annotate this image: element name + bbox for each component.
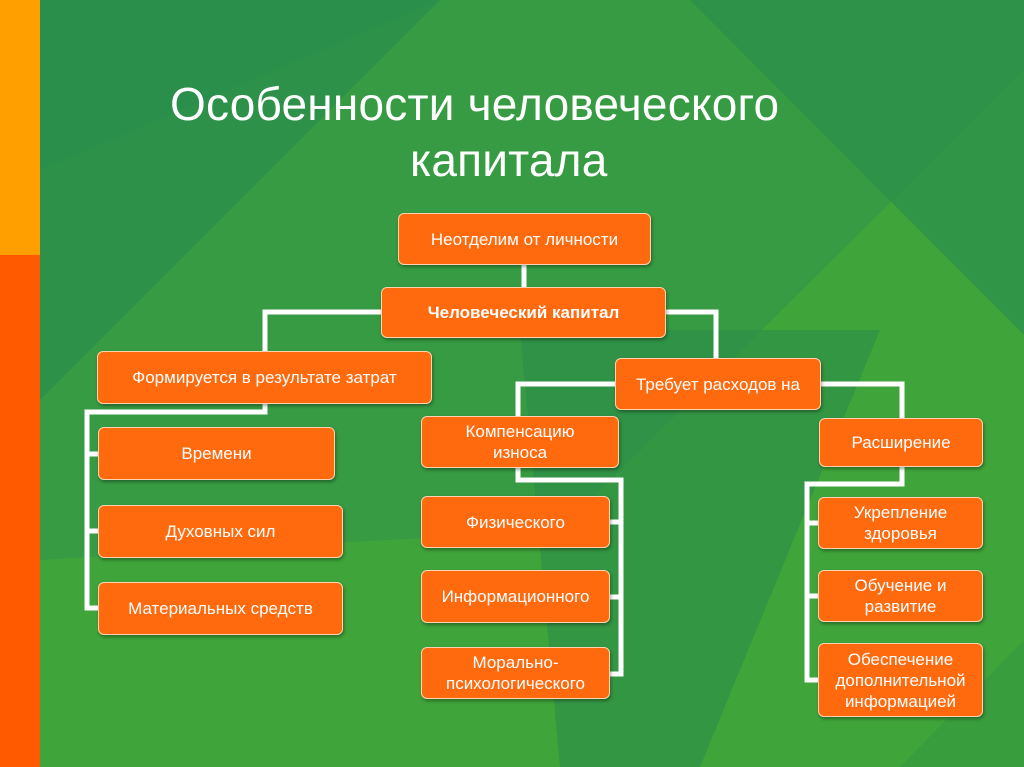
node-expansion-label: Расширение bbox=[851, 433, 951, 452]
node-informational-label: Информационного bbox=[441, 587, 590, 606]
slide-title: Особенности человеческого bbox=[170, 78, 780, 130]
connector-center-right bbox=[661, 309, 719, 361]
connector-left-bracket bbox=[84, 400, 268, 611]
node-inseparable: Неотделим от личности bbox=[398, 213, 651, 265]
node-wear-compensation: Компенсацию износа bbox=[421, 416, 619, 468]
node-moral-psychological: Морально-психологического bbox=[421, 647, 610, 699]
node-time-label: Времени bbox=[181, 444, 252, 463]
node-informational: Информационного bbox=[421, 570, 610, 623]
slide-title-continuation: капитала bbox=[410, 134, 608, 186]
node-inseparable-label: Неотделим от личности bbox=[430, 229, 619, 249]
node-health: Укрепление здоровья bbox=[818, 497, 983, 549]
node-physical-label: Физического bbox=[466, 512, 565, 532]
node-additional-info: Обеспечение дополнительной информацией bbox=[818, 643, 983, 717]
node-education: Обучение и развитие bbox=[818, 570, 983, 622]
node-human-capital: Человеческий капитал bbox=[381, 287, 666, 338]
node-formed-by-costs-label: Формируется в результате затрат bbox=[132, 368, 397, 387]
node-physical: Физического bbox=[421, 496, 610, 548]
left-accent-bar-bottom bbox=[0, 255, 40, 767]
node-education-label: Обучение и развитие bbox=[854, 576, 947, 616]
left-accent-bar-top bbox=[0, 0, 40, 255]
node-requires-expenses: Требует расходов на bbox=[615, 358, 821, 410]
node-moral-psychological-label: Морально-психологического bbox=[445, 653, 586, 693]
connector-right-expansion bbox=[817, 381, 905, 421]
node-requires-expenses-label: Требует расходов на bbox=[636, 374, 800, 394]
node-expansion: Расширение bbox=[819, 418, 983, 467]
node-material-means-label: Материальных средств bbox=[128, 599, 313, 618]
node-spiritual-strength: Духовных сил bbox=[98, 505, 343, 558]
node-time: Времени bbox=[98, 427, 335, 480]
connector-expansion-bracket bbox=[804, 464, 905, 683]
node-additional-info-label: Обеспечение дополнительной информацией bbox=[835, 649, 966, 711]
node-formed-by-costs: Формируется в результате затрат bbox=[97, 351, 432, 404]
connector-compensation-bracket bbox=[515, 465, 624, 677]
node-health-label: Укрепление здоровья bbox=[853, 503, 948, 543]
connector-center-left bbox=[262, 309, 386, 355]
node-wear-compensation-label: Компенсацию износа bbox=[465, 422, 575, 462]
node-material-means: Материальных средств bbox=[98, 582, 343, 635]
node-human-capital-label: Человеческий капитал bbox=[427, 303, 620, 322]
node-spiritual-strength-label: Духовных сил bbox=[165, 522, 276, 541]
